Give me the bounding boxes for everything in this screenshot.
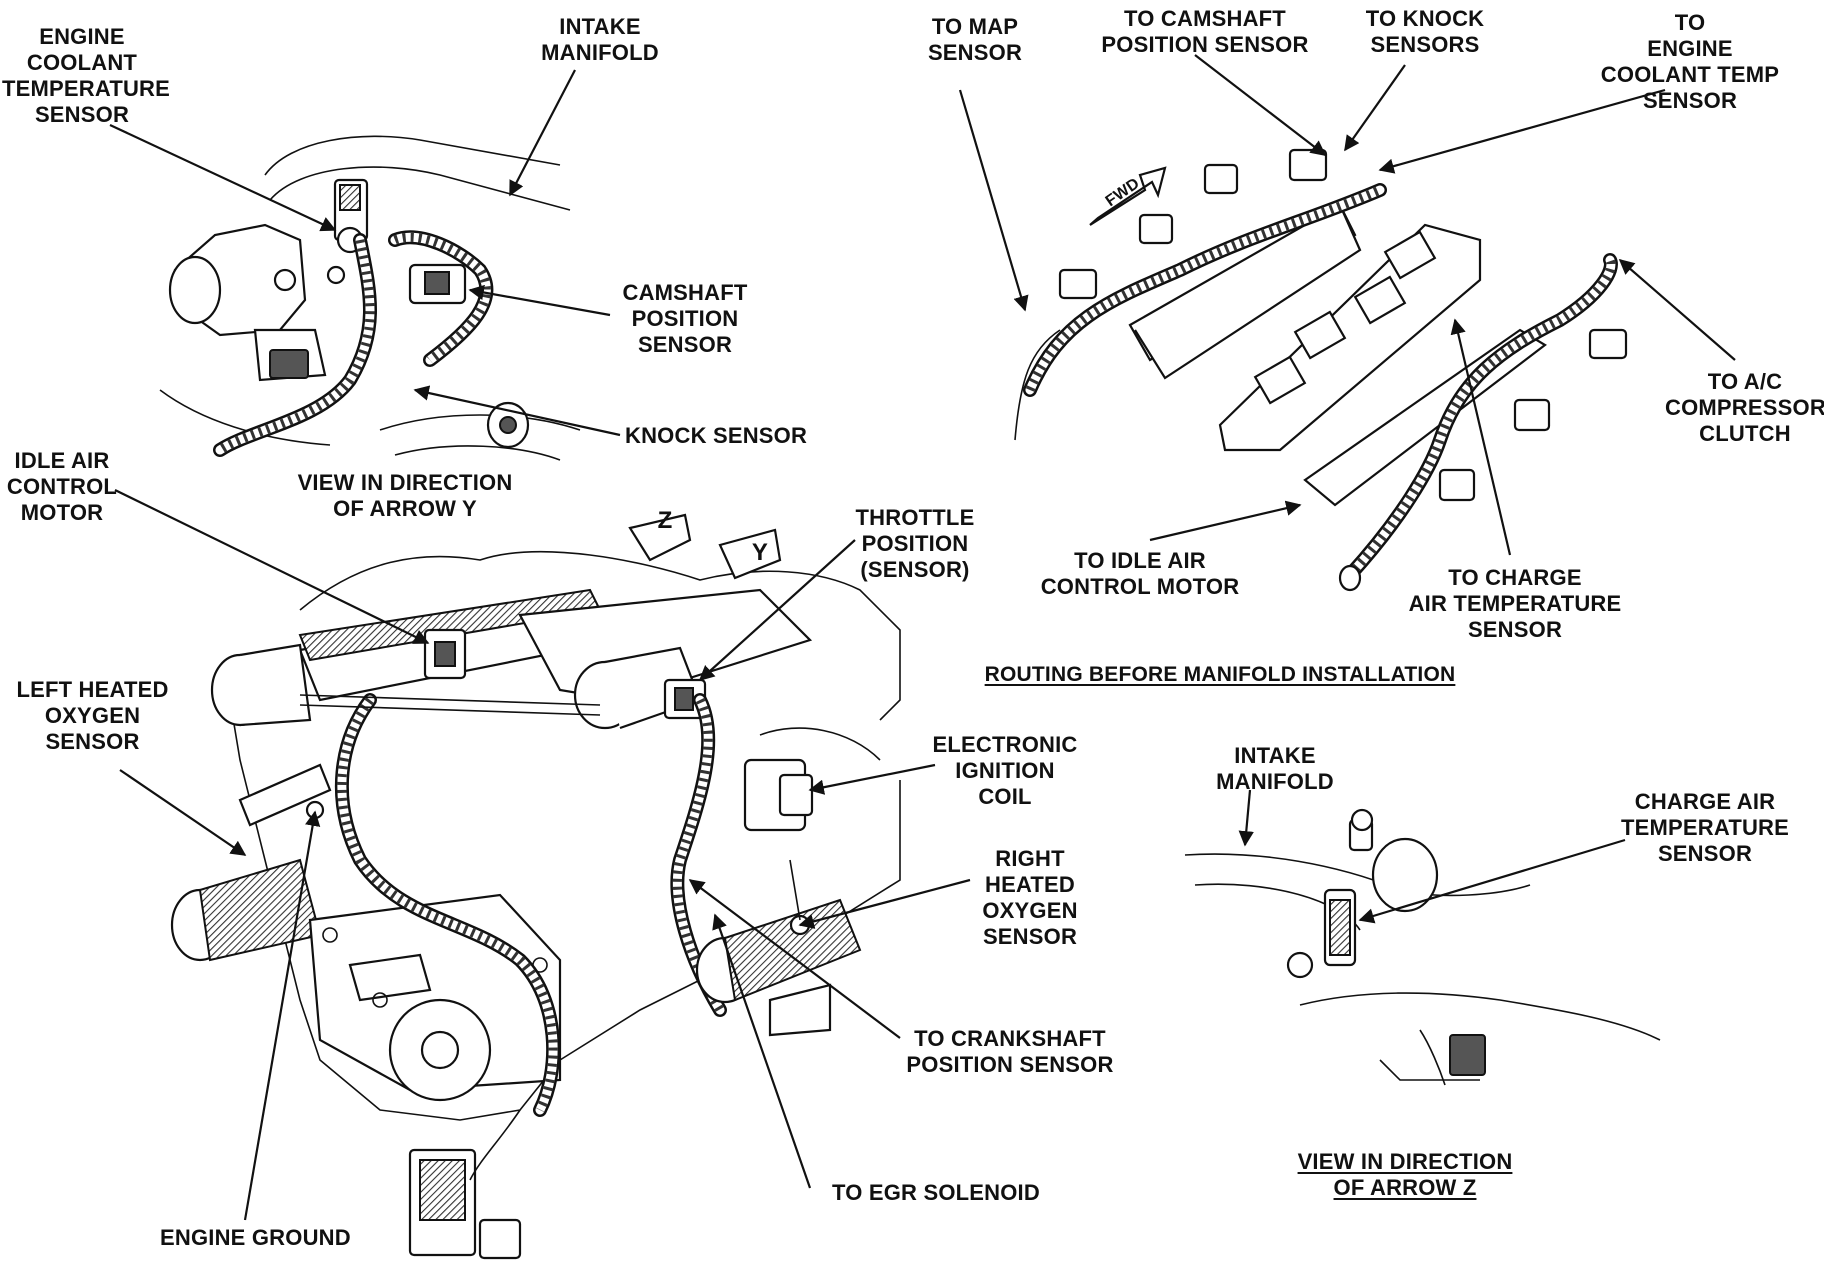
label-engine-coolant-temperature-sensor: ENGINE COOLANT TEMPERATURE SENSOR bbox=[2, 24, 171, 127]
label-charge-air-temperature-sensor: CHARGE AIR TEMPERATURE SENSOR bbox=[1620, 789, 1790, 866]
label-arrow-z: Z bbox=[657, 507, 673, 534]
label-engine-ground: ENGINE GROUND bbox=[160, 1225, 351, 1250]
label-view-direction-arrow-z: VIEW IN DIRECTION OF ARROW Z bbox=[1297, 1149, 1513, 1200]
view-z-illustration bbox=[1184, 808, 1661, 1086]
label-view-direction-arrow-y: VIEW IN DIRECTION OF ARROW Y bbox=[297, 470, 513, 521]
label-to-egr-solenoid: TO EGR SOLENOID bbox=[832, 1180, 1040, 1205]
label-left-heated-oxygen-sensor: LEFT HEATED OXYGEN SENSOR bbox=[16, 677, 169, 754]
label-electronic-ignition-coil: ELECTRONIC IGNITION COIL bbox=[932, 732, 1078, 809]
label-camshaft-position-sensor: CAMSHAFT POSITION SENSOR bbox=[622, 280, 748, 357]
label-intake-manifold-view-z: INTAKE MANIFOLD bbox=[1216, 743, 1334, 794]
label-right-heated-oxygen-sensor: RIGHT HEATED OXYGEN SENSOR bbox=[982, 846, 1078, 949]
label-intake-manifold-top: INTAKE MANIFOLD bbox=[541, 14, 659, 65]
label-throttle-position-sensor: THROTTLE POSITION (SENSOR) bbox=[855, 505, 975, 582]
label-arrow-y: Y bbox=[751, 539, 769, 566]
routing-illustration bbox=[1014, 148, 1628, 592]
view-y-illustration bbox=[159, 135, 581, 461]
label-to-camshaft-position-sensor: TO CAMSHAFT POSITION SENSOR bbox=[1101, 6, 1309, 57]
leader-lines bbox=[109, 54, 1736, 1221]
label-to-crankshaft-position-sensor: TO CRANKSHAFT POSITION SENSOR bbox=[906, 1026, 1114, 1077]
label-to-knock-sensors: TO KNOCK SENSORS bbox=[1365, 6, 1485, 57]
label-routing-before-manifold-installation: ROUTING BEFORE MANIFOLD INSTALLATION bbox=[984, 663, 1456, 686]
label-to-map-sensor: TO MAP SENSOR bbox=[927, 14, 1023, 65]
label-to-idle-air-control-motor: TO IDLE AIR CONTROL MOTOR bbox=[1040, 548, 1240, 599]
label-idle-air-control-motor: IDLE AIR CONTROL MOTOR bbox=[6, 448, 118, 525]
label-knock-sensor: KNOCK SENSOR bbox=[625, 423, 808, 448]
engine-illustration bbox=[170, 513, 901, 1260]
label-to-engine-coolant-temp-sensor: TO ENGINE COOLANT TEMP SENSOR bbox=[1600, 10, 1780, 113]
label-to-ac-compressor-clutch: TO A/C COMPRESSOR CLUTCH bbox=[1665, 369, 1824, 446]
label-to-charge-air-temperature-sensor: TO CHARGE AIR TEMPERATURE SENSOR bbox=[1408, 565, 1622, 642]
